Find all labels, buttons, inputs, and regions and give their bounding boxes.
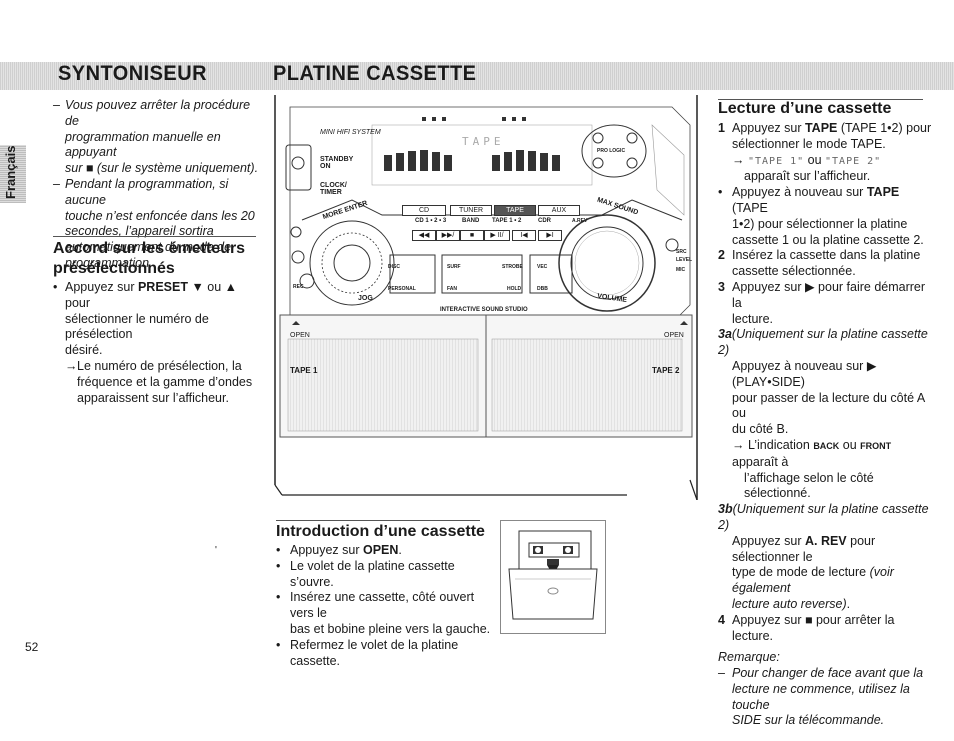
tape-sub-label: TAPE 1 • 2 — [492, 218, 522, 224]
mic-label: MIC — [676, 267, 686, 273]
section-title-tuner: SYNTONISEUR — [58, 62, 207, 85]
brand-label: MINI HIFI SYSTEM — [320, 129, 381, 136]
playback-instructions: 1 Appuyez sur TAPE (TAPE 1•2) pour sélec… — [718, 121, 938, 729]
volume-knob[interactable] — [559, 215, 655, 311]
lcd-display: TAPE — [462, 135, 505, 148]
preset-heading: Accord sur les émetteurs présélectionnés — [53, 240, 246, 277]
device-drawing — [274, 95, 698, 501]
jog-label: JOG — [358, 295, 373, 302]
playback-heading: Lecture d’une cassette — [718, 100, 892, 117]
preset-instructions: • Appuyez sur PRESET ▼ ou ▲ pour sélecti… — [53, 280, 263, 406]
clock-label: CLOCK/ — [320, 182, 347, 189]
note-item: – Vous pouvez arrêter la procédure de pr… — [53, 98, 259, 176]
strobe-label: STROBE — [502, 264, 523, 270]
hold-label: HOLD — [507, 286, 522, 292]
cassette-insert-illustration — [500, 520, 606, 634]
remark-label: Remarque: — [718, 650, 780, 665]
step-1: 1 Appuyez sur TAPE (TAPE 1•2) pour sélec… — [718, 121, 932, 184]
next-button[interactable]: ▶I — [538, 230, 562, 241]
header-band — [0, 62, 954, 90]
cd-sub-label: CD 1 • 2 • 3 — [415, 218, 447, 224]
tape1-open-label[interactable]: OPEN — [290, 332, 310, 339]
tape2-label: TAPE 2 — [652, 366, 680, 375]
list-item: • Appuyez sur PRESET ▼ ou ▲ pour sélecti… — [53, 280, 238, 358]
forward-button[interactable]: ▶▶/ — [436, 230, 460, 241]
step-3a: 3a(Uniquement sur la platine cassette 2)… — [718, 327, 928, 501]
studio-label: INTERACTIVE SOUND STUDIO — [440, 307, 528, 313]
source-tape-button[interactable]: TAPE — [494, 205, 536, 216]
band-sub-label: BAND — [462, 218, 480, 224]
standby-button[interactable] — [290, 148, 305, 178]
programming-notes: – Vous pouvez arrêter la procédure de pr… — [53, 98, 263, 272]
step-3b: 3b(Uniquement sur la platine cassette 2)… — [718, 502, 929, 611]
list-item: •Appuyez sur OPEN. — [276, 543, 402, 557]
section-title-cassette: PLATINE CASSETTE — [273, 62, 477, 85]
timer-label: TIMER — [320, 189, 342, 196]
list-item: •Le volet de la platine cassette s’ouvre… — [276, 558, 455, 589]
src-level-label: SRC LEVEL — [676, 249, 693, 263]
personal-label: PERSONAL — [388, 286, 416, 292]
source-cd-button[interactable]: CD — [402, 205, 446, 216]
step-2: 2 Insérez la cassette dans la platine ca… — [718, 248, 921, 279]
insert-instructions: •Appuyez sur OPEN. •Le volet de la plati… — [276, 543, 491, 669]
device-illustration: MINI HIFI SYSTEM STANDBY ON CLOCK/ TIMER… — [272, 95, 702, 501]
cdr-sub-label: CDR — [538, 218, 551, 224]
list-item: •Insérez une cassette, côté ouvert vers … — [276, 590, 475, 621]
jog-dial[interactable] — [310, 221, 394, 305]
arev-label: A.REV — [572, 218, 588, 224]
rec-label: REC — [293, 284, 304, 290]
source-tuner-button[interactable]: TUNER — [450, 205, 492, 216]
language-tab: Français — [0, 145, 26, 203]
standby-label: STANDBY — [320, 156, 354, 163]
vec-label: VEC — [537, 264, 548, 270]
divider — [718, 99, 923, 100]
pro-logic-label: PRO LOGIC — [597, 148, 626, 154]
step-1b: • Appuyez à nouveau sur TAPE (TAPE 1•2) … — [718, 185, 924, 247]
on-label: ON — [320, 163, 331, 170]
source-aux-button[interactable]: AUX — [538, 205, 580, 216]
insert-heading: Introduction d’une cassette — [276, 523, 485, 540]
previous-button[interactable]: I◀ — [512, 230, 536, 241]
page-number: 52 — [25, 640, 39, 654]
cassette-drawing — [508, 530, 598, 620]
list-item: bas et bobine pleine vers la gauche. — [290, 621, 491, 636]
tape2-open-label[interactable]: OPEN — [664, 332, 684, 339]
tape1-label: TAPE 1 — [290, 366, 318, 375]
disc-label: DISC — [388, 264, 400, 270]
stray-mark: ' — [215, 545, 217, 556]
fan-label: FAN — [447, 286, 457, 292]
rewind-button[interactable]: ◀◀ — [412, 230, 436, 241]
step-4: 4 Appuyez sur ■ pour arrêter la lecture. — [718, 612, 895, 643]
step-3: 3 Appuyez sur ▶ pour faire démarrer la l… — [718, 279, 926, 326]
list-item: •Refermez le volet de la platine cassett… — [276, 637, 459, 668]
language-tab-label: Français — [3, 145, 18, 199]
dbb-label: DBB — [537, 286, 548, 292]
play-pause-button[interactable]: ▶ II/ — [484, 230, 510, 241]
remark-item: – Pour changer de face avant que la lect… — [718, 666, 924, 728]
divider — [276, 520, 480, 521]
surf-label: SURF — [447, 264, 461, 270]
stop-button[interactable]: ■ — [460, 230, 484, 241]
divider — [53, 236, 256, 237]
result-item: → Le numéro de présélection, la fréquenc… — [65, 358, 253, 405]
note-item: – Pendant la programmation, si aucune to… — [53, 176, 255, 270]
